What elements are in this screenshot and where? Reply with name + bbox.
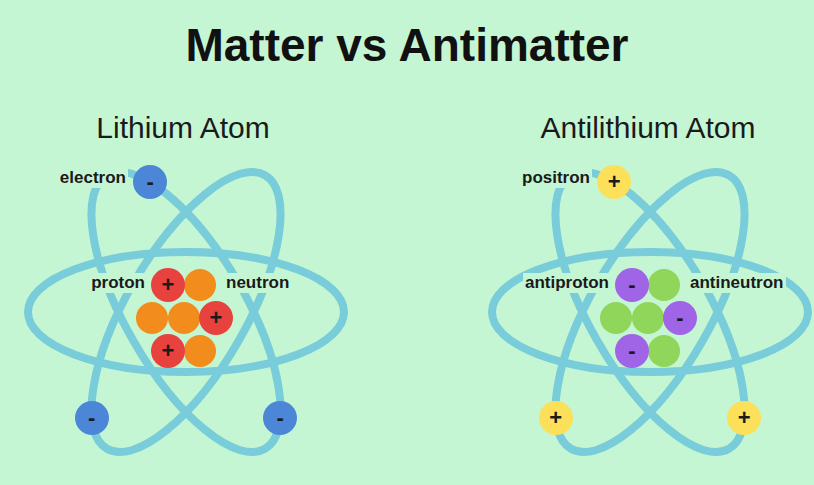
- particle-circle: [539, 401, 573, 435]
- charge-sign: -: [146, 171, 153, 193]
- particle-circle: [615, 334, 649, 368]
- charge-sign: +: [162, 340, 175, 362]
- orbit: [28, 252, 344, 372]
- charge-sign: -: [88, 407, 95, 429]
- electron-particle: -: [133, 165, 167, 199]
- orbit: [492, 252, 808, 372]
- antiproton-particle: -: [615, 334, 649, 368]
- orbit-group: [28, 145, 344, 479]
- particle-circle: [151, 334, 185, 368]
- particle-circle: [663, 301, 697, 335]
- electron-particle: -: [263, 401, 297, 435]
- particle-circle: [75, 401, 109, 435]
- particle-label: neutron: [224, 273, 291, 293]
- particle-circle: [133, 165, 167, 199]
- orbit-group: [492, 145, 808, 479]
- charge-sign: -: [676, 307, 683, 329]
- atom-heading: Antilithium Atom: [540, 111, 755, 146]
- charge-sign: -: [628, 340, 635, 362]
- particle-label: antiproton: [523, 273, 611, 293]
- charge-sign: +: [549, 407, 562, 429]
- particle-label: antineutron: [688, 273, 786, 293]
- diagram-title: Matter vs Antimatter: [185, 20, 628, 71]
- antineutron-particle: [600, 302, 632, 334]
- charge-sign: +: [608, 171, 621, 193]
- particle-circle: [597, 165, 631, 199]
- positron-particle: +: [597, 165, 631, 199]
- particle-label: proton: [89, 273, 147, 293]
- proton-particle: +: [151, 268, 185, 302]
- antineutron-particle: [648, 335, 680, 367]
- positron-particle: +: [727, 401, 761, 435]
- particle-circle: [727, 401, 761, 435]
- charge-sign: -: [628, 274, 635, 296]
- neutron-particle: [184, 269, 216, 301]
- orbit: [519, 145, 781, 479]
- antineutron-particle: [648, 269, 680, 301]
- proton-particle: +: [151, 334, 185, 368]
- charge-sign: -: [277, 407, 284, 429]
- charge-sign: +: [210, 307, 223, 329]
- particle-circle: [263, 401, 297, 435]
- positron-particle: +: [539, 401, 573, 435]
- particle-circle: [151, 268, 185, 302]
- orbit: [519, 145, 781, 479]
- antiproton-particle: -: [663, 301, 697, 335]
- antineutron-particle: [632, 302, 664, 334]
- particle-circle: [199, 301, 233, 335]
- neutron-particle: [184, 335, 216, 367]
- charge-sign: +: [162, 274, 175, 296]
- neutron-particle: [136, 302, 168, 334]
- particle-circle: [615, 268, 649, 302]
- particle-label: positron: [520, 168, 592, 188]
- proton-particle: +: [199, 301, 233, 335]
- neutron-particle: [168, 302, 200, 334]
- electron-particle: -: [75, 401, 109, 435]
- atom-heading: Lithium Atom: [96, 111, 269, 146]
- orbit: [55, 145, 317, 479]
- particle-label: electron: [58, 168, 128, 188]
- antiproton-particle: -: [615, 268, 649, 302]
- orbit: [55, 145, 317, 479]
- charge-sign: +: [738, 407, 751, 429]
